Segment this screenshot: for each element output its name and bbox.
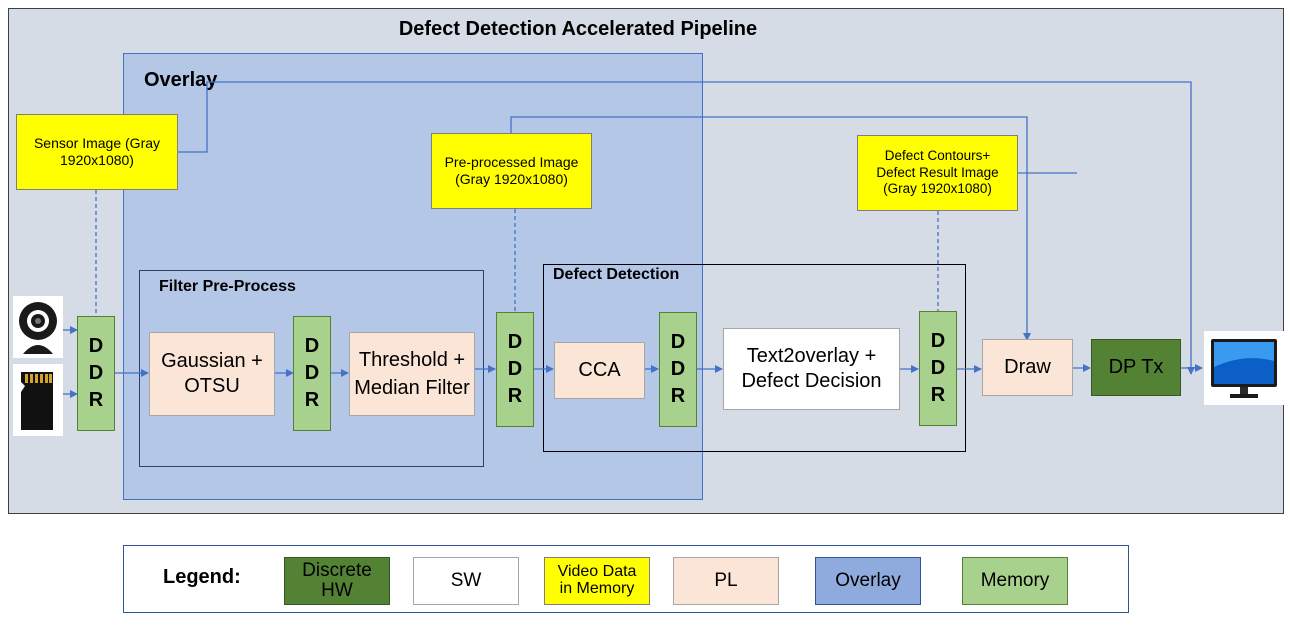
defect-contours-note: Defect Contours+ Defect Result Image (Gr… xyxy=(857,135,1018,211)
preprocessed-to-draw-path xyxy=(510,116,1031,341)
legend-video-data: Video Data in Memory xyxy=(544,557,650,605)
sensor-image-note: Sensor Image (Gray 1920x1080) xyxy=(16,114,178,190)
overlay-region xyxy=(123,53,703,500)
webcam-icon xyxy=(13,296,63,358)
diagram-title: Defect Detection Accelerated Pipeline xyxy=(398,18,758,40)
monitor-icon xyxy=(1204,331,1284,405)
preprocessed-image-note: Pre-processed Image (Gray 1920x1080) xyxy=(431,133,592,209)
defect-detection-title: Defect Detection xyxy=(553,266,680,283)
overlay-title: Overlay xyxy=(144,69,218,91)
legend-overlay: Overlay xyxy=(815,557,921,605)
legend-pl: PL xyxy=(673,557,779,605)
filter-preprocess-title: Filter Pre-Process xyxy=(159,278,296,295)
text2overlay-block: Text2overlay + Defect Decision xyxy=(723,328,900,410)
sd-card-icon xyxy=(13,364,63,436)
gaussian-otsu-block: Gaussian + OTSU xyxy=(149,332,275,416)
dp-tx-block: DP Tx xyxy=(1091,339,1181,396)
draw-block: Draw xyxy=(982,339,1073,396)
legend-discrete-hw: Discrete HW xyxy=(284,557,390,605)
legend-title: Legend: xyxy=(163,566,241,588)
threshold-median-block: Threshold + Median Filter xyxy=(349,332,475,416)
defect-detection-group xyxy=(543,264,966,452)
legend-memory: Memory xyxy=(962,557,1068,605)
legend-sw: SW xyxy=(413,557,519,605)
sensor-to-display-path xyxy=(178,81,1195,375)
cca-block: CCA xyxy=(554,342,645,399)
